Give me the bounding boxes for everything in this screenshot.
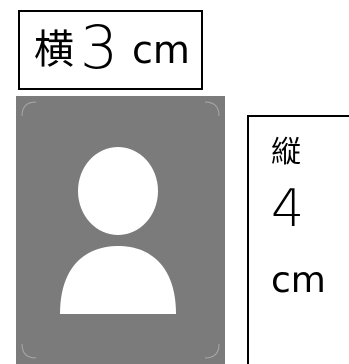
- person-silhouette-icon: [16, 96, 225, 364]
- corner-mark-top-left: [21, 101, 37, 117]
- corner-mark-top-right: [204, 101, 220, 117]
- photo-placeholder: [16, 96, 225, 364]
- person-head: [78, 147, 158, 235]
- height-dimension-box: 縦 4 cm: [247, 115, 349, 364]
- person-shoulders: [60, 246, 176, 314]
- width-dimension-box: 横 3 cm: [18, 10, 203, 90]
- width-value: 3: [80, 13, 119, 83]
- height-label: 縦: [271, 135, 301, 170]
- height-value: 4: [271, 179, 305, 239]
- width-unit: cm: [132, 28, 190, 72]
- corner-mark-bottom-right: [204, 343, 220, 359]
- corner-mark-bottom-left: [21, 343, 37, 359]
- width-label: 横: [34, 27, 74, 73]
- height-unit: cm: [271, 260, 326, 301]
